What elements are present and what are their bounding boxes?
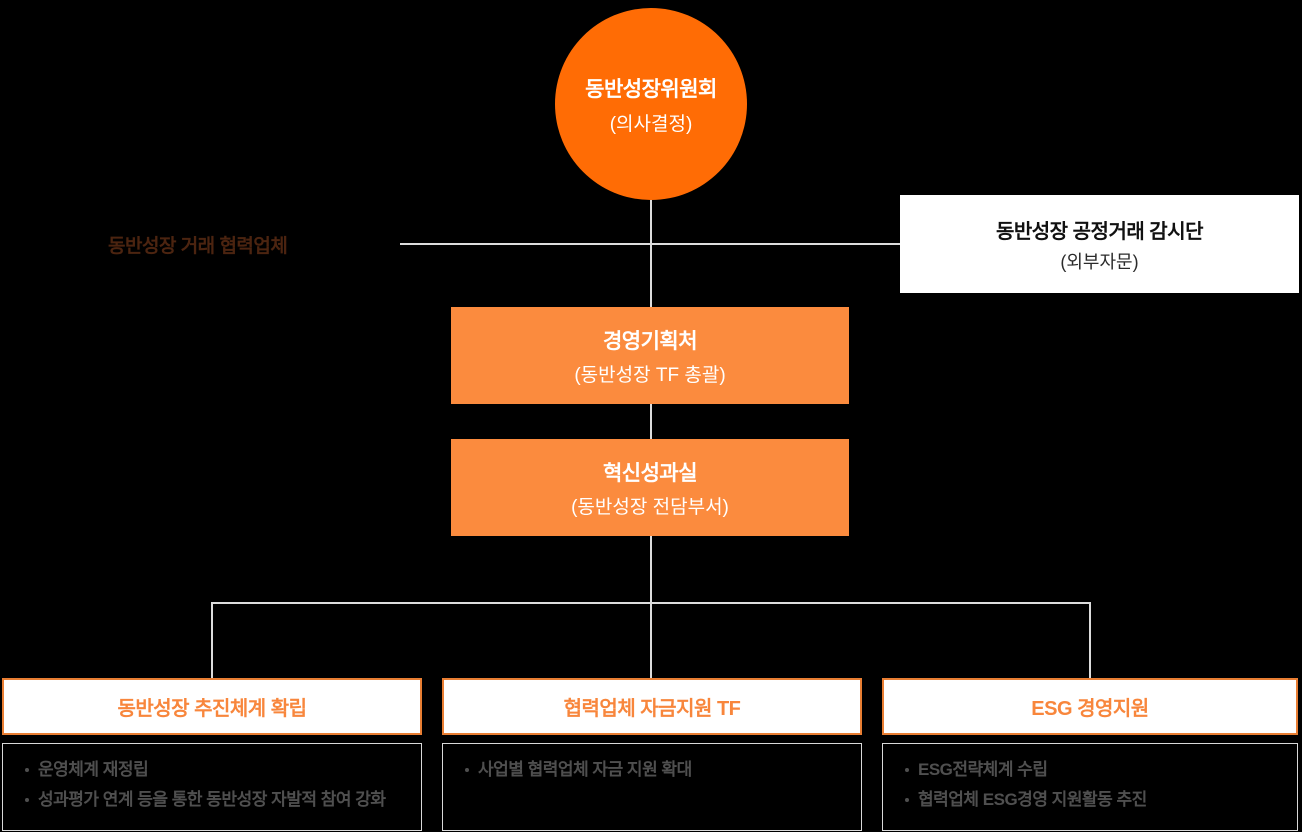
bottom-group-funding-tf: 협력업체 자금지원 TF 사업별 협력업체 자금 지원 확대 [442, 678, 862, 831]
bottom-group-funding-tf-header: 협력업체 자금지원 TF [442, 678, 862, 735]
node-innovation-office-subtitle: (동반성장 전담부서) [571, 496, 729, 518]
node-committee-subtitle: (의사결정) [609, 113, 693, 135]
bullet-dot-icon [465, 768, 469, 773]
node-planning-office-title: 경영기획처 [602, 329, 698, 353]
bottom-group-promotion-system-body: 운영체계 재정립 성과평가 연계 등을 통한 동반성장 자발적 참여 강화 [2, 743, 422, 831]
list-item: 성과평가 연계 등을 통한 동반성장 자발적 참여 강화 [17, 789, 403, 810]
connector-branch-horizontal [211, 602, 1091, 604]
connector-branch-right-drop [1089, 602, 1091, 678]
list-item-text: 사업별 협력업체 자금 지원 확대 [478, 760, 692, 779]
connector-branch-left-drop [211, 602, 213, 678]
connector-box2-to-branch [650, 536, 652, 678]
bullet-dot-icon [905, 798, 909, 803]
list-item-text: ESG전략체계 수립 [918, 760, 1048, 779]
bullet-dot-icon [25, 768, 29, 773]
list-item-text: 협력업체 ESG경영 지원활동 추진 [918, 789, 1147, 809]
node-planning-office-subtitle: (동반성장 TF 총괄) [574, 364, 726, 386]
bottom-group-esg-support: ESG 경영지원 ESG전략체계 수립 협력업체 ESG경영 지원활동 추진 [882, 678, 1298, 831]
bottom-group-esg-support-header: ESG 경영지원 [882, 678, 1298, 735]
node-advisory-title: 동반성장 공정거래 감시단 [995, 220, 1204, 243]
connector-advisory-horizontal [400, 243, 900, 245]
node-innovation-office: 혁신성과실 (동반성장 전담부서) [451, 439, 849, 536]
node-committee: 동반성장위원회 (의사결정) [555, 8, 747, 200]
connector-box1-to-box2 [650, 404, 652, 439]
bottom-group-funding-tf-body: 사업별 협력업체 자금 지원 확대 [442, 743, 862, 831]
list-item: 사업별 협력업체 자금 지원 확대 [457, 760, 843, 780]
node-committee-title: 동반성장위원회 [585, 77, 717, 101]
list-item: 협력업체 ESG경영 지원활동 추진 [897, 789, 1279, 810]
node-advisory-subtitle: (외부자문) [1060, 251, 1139, 272]
bottom-group-esg-support-body: ESG전략체계 수립 협력업체 ESG경영 지원활동 추진 [882, 743, 1298, 831]
node-advisory: 동반성장 공정거래 감시단 (외부자문) [900, 195, 1299, 293]
node-innovation-office-title: 혁신성과실 [602, 461, 698, 485]
bottom-group-promotion-system-header: 동반성장 추진체계 확립 [2, 678, 422, 735]
list-item: ESG전략체계 수립 [897, 760, 1279, 780]
bottom-group-promotion-system: 동반성장 추진체계 확립 운영체계 재정립 성과평가 연계 등을 통한 동반성장… [2, 678, 422, 831]
connector-circle-to-box1 [650, 200, 652, 307]
side-label-partners: 동반성장 거래 협력업체 [108, 236, 288, 257]
node-planning-office: 경영기획처 (동반성장 TF 총괄) [451, 307, 849, 404]
list-item-text: 운영체계 재정립 [38, 760, 149, 779]
bullet-dot-icon [905, 768, 909, 773]
list-item-text: 성과평가 연계 등을 통한 동반성장 자발적 참여 강화 [38, 789, 386, 809]
list-item: 운영체계 재정립 [17, 760, 403, 780]
bullet-dot-icon [25, 798, 29, 803]
